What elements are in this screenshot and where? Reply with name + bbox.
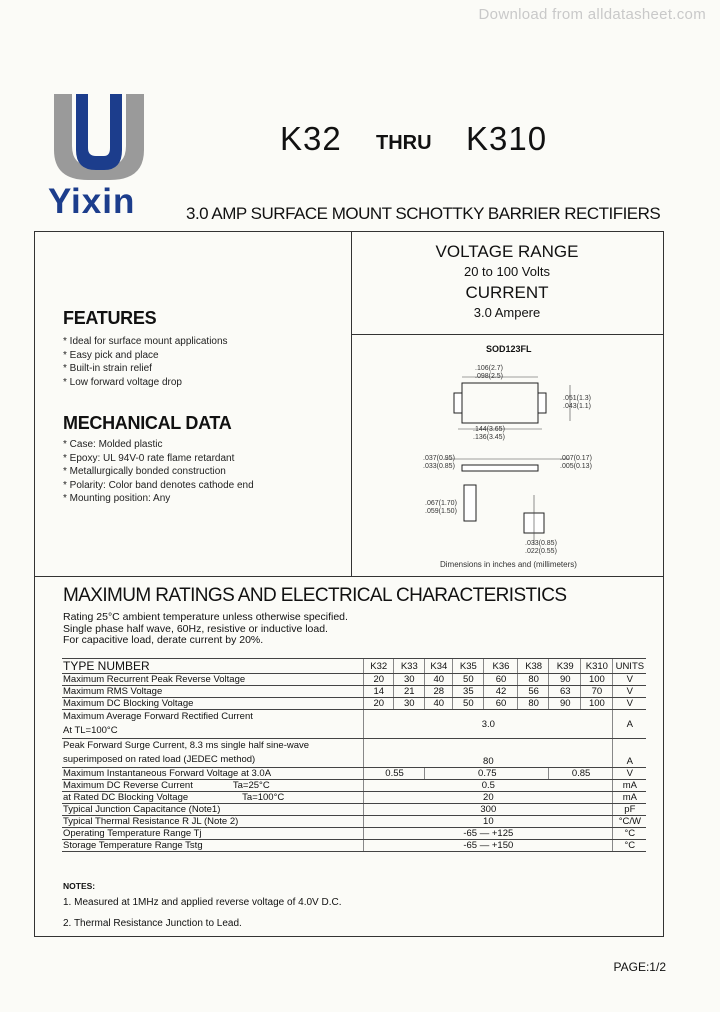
dim-lead-width: .007(0.17).005(0.13): [560, 455, 592, 470]
header-k33: K33: [392, 658, 425, 674]
logo-wordmark: Yixin: [48, 182, 136, 221]
header-k310: K310: [580, 658, 613, 674]
thru-label: THRU: [376, 132, 432, 154]
part-start: K32: [280, 120, 342, 157]
yixin-logo: [46, 88, 162, 218]
list-item: * Easy pick and place: [63, 349, 159, 361]
package-name: SOD123FL: [486, 344, 532, 354]
voltage-range-label: VOLTAGE RANGE: [435, 242, 579, 261]
table-row: Peak Forward Surge Current, 8.3 ms singl…: [62, 738, 646, 768]
header-type-number: TYPE NUMBER: [62, 658, 364, 674]
header-k35: K35: [451, 658, 484, 674]
header-k36: K36: [483, 658, 518, 674]
document-subtitle: 3.0 AMP SURFACE MOUNT SCHOTTKY BARRIER R…: [186, 204, 661, 223]
list-item: * Mounting position: Any: [63, 493, 171, 505]
section-divider: [34, 576, 664, 577]
table-row: Operating Temperature Range Tj -65 — +12…: [62, 827, 646, 840]
list-item: * Metallurgically bonded construction: [63, 466, 226, 478]
dim-length: .144(3.65).136(3.45): [473, 426, 505, 441]
list-item: * Case: Molded plastic: [63, 439, 163, 450]
package-outline-drawing: [444, 376, 571, 545]
ratings-heading: MAXIMUM RATINGS AND ELECTRICAL CHARACTER…: [63, 585, 567, 606]
watermark: Download from alldatasheet.com: [478, 6, 706, 23]
current-label: CURRENT: [465, 283, 549, 302]
table-row: Maximum Instantaneous Forward Voltage at…: [62, 767, 646, 780]
list-item: * Polarity: Color band denotes cathode e…: [63, 479, 254, 491]
list-item: * Epoxy: UL 94V-0 rate flame retardant: [63, 452, 235, 464]
dimensions-caption: Dimensions in inches and (millimeters): [440, 560, 577, 569]
spec-divider: [351, 334, 664, 335]
features-heading: FEATURES: [63, 308, 157, 328]
part-end: K310: [466, 120, 548, 157]
mechanical-list: * Case: Molded plastic * Epoxy: UL 94V-0…: [63, 438, 254, 506]
table-row: Maximum Average Forward Rectified Curren…: [62, 709, 646, 739]
header-k39: K39: [548, 658, 581, 674]
current-value: 3.0 Ampere: [473, 305, 541, 320]
dim-width: .106(2.7).098(2.5): [475, 365, 504, 380]
table-row: Typical Junction Capacitance (Note1) 300…: [62, 803, 646, 816]
header-units: UNITS: [611, 658, 646, 674]
mechanical-heading: MECHANICAL DATA: [63, 413, 232, 433]
dim-pad-width: .033(0.85).022(0.55): [525, 540, 557, 555]
voltage-range-value: 20 to 100 Volts: [463, 264, 550, 279]
column-divider: [351, 231, 352, 577]
header-k38: K38: [516, 658, 549, 674]
table-row: Storage Temperature Range Tstg -65 — +15…: [62, 839, 646, 852]
table-row: Typical Thermal Resistance R JL (Note 2)…: [62, 815, 646, 828]
table-row: Maximum Recurrent Peak Reverse Voltage 2…: [62, 673, 646, 686]
dim-lead-thickness: .037(0.95).033(0.85): [423, 455, 455, 470]
list-item: * Built-in strain relief: [63, 363, 152, 375]
list-item: * Low forward voltage drop: [63, 376, 182, 388]
note-2: 2. Thermal Resistance Junction to Lead.: [63, 918, 242, 929]
dim-pad-length: .067(1.70).059(1.50): [425, 500, 457, 515]
ratings-conditions: Rating 25°C ambient temperature unless o…: [63, 611, 348, 646]
page-number: PAGE:1/2: [613, 960, 666, 974]
header-k34: K34: [424, 658, 453, 674]
table-header-row: TYPE NUMBER K32 K33 K34 K35 K36 K38 K39 …: [62, 658, 646, 674]
note-1: 1. Measured at 1MHz and applied reverse …: [63, 897, 342, 908]
ratings-table: TYPE NUMBER K32 K33 K34 K35 K36 K38 K39 …: [62, 658, 646, 852]
list-item: * Ideal for surface mount applications: [63, 336, 228, 347]
dim-height: .051(1.3).043(1.1): [563, 395, 592, 410]
content-frame: [34, 231, 664, 937]
header-k32: K32: [362, 658, 393, 674]
notes-label: NOTES:: [63, 881, 96, 891]
features-list: * Ideal for surface mount applications *…: [63, 335, 228, 389]
